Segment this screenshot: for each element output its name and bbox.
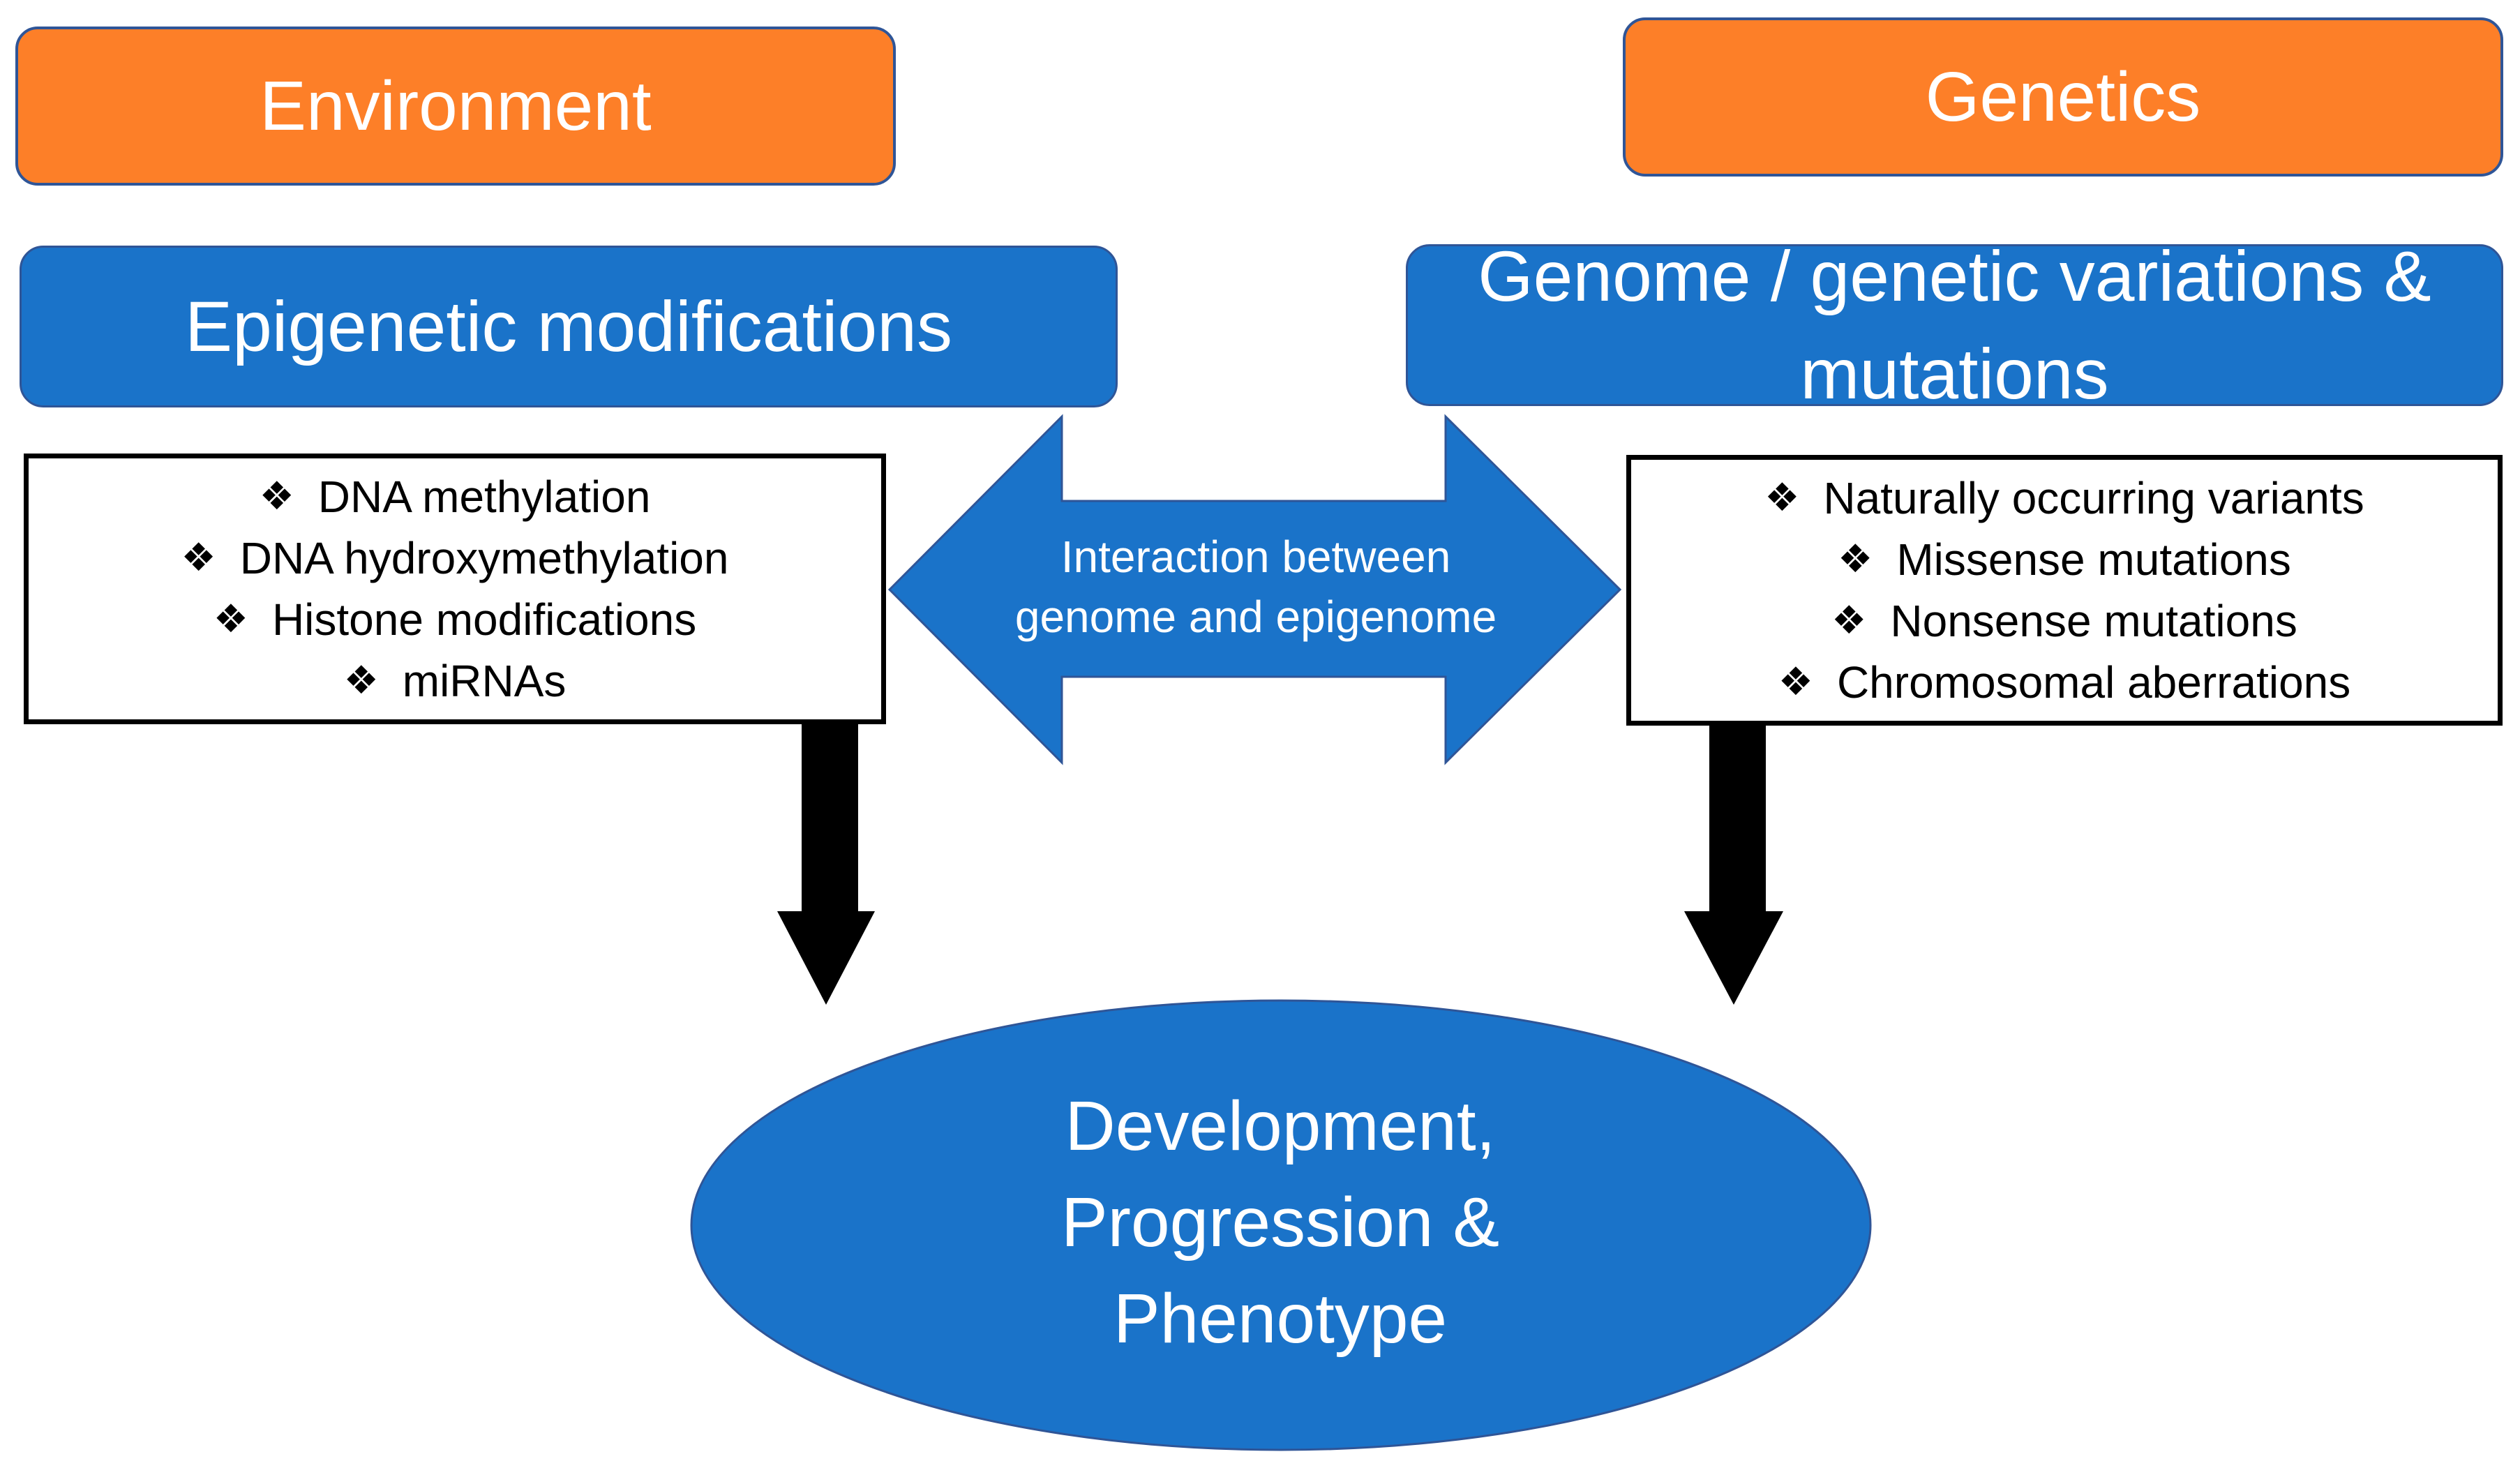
bullet-icon: ❖ [1838, 537, 1873, 582]
bullet-icon: ❖ [1831, 598, 1867, 643]
epigenetic-modifications-box: Epigenetic modifications [20, 246, 1118, 407]
left-down-arrow [777, 722, 875, 1005]
list-item: ❖ Chromosomal aberrations [1778, 652, 2351, 713]
environment-label: Environment [260, 66, 652, 145]
outcome-ellipse [690, 999, 1872, 1451]
list-item: ❖ Naturally occurring variants [1764, 467, 2364, 529]
epigenetic-title: Epigenetic modifications [185, 287, 952, 366]
list-item: ❖ Nonsense mutations [1831, 590, 2297, 652]
list-item: ❖ Histone modifications [213, 589, 696, 650]
list-item: ❖ DNA methylation [260, 466, 651, 527]
genome-title: Genome / genetic variations & mutations [1478, 237, 2431, 414]
list-item: ❖ DNA hydroxymethylation [181, 527, 729, 589]
environment-box: Environment [15, 27, 896, 186]
bullet-icon: ❖ [1778, 659, 1813, 705]
genetics-box: Genetics [1623, 17, 2503, 177]
bullet-icon: ❖ [343, 658, 379, 703]
genetics-label: Genetics [1925, 57, 2201, 136]
genome-variations-box: Genome / genetic variations & mutations [1406, 237, 2503, 414]
list-item: ❖ Missense mutations [1838, 529, 2291, 590]
bullet-icon: ❖ [181, 535, 216, 581]
bullet-icon: ❖ [213, 597, 248, 642]
epigenetic-list: ❖ DNA methylation ❖ DNA hydroxymethylati… [24, 454, 886, 724]
bidirectional-arrow [887, 414, 1622, 765]
outcome-label: Development, Progression & Phenotype [1060, 1087, 1500, 1358]
bullet-icon: ❖ [1764, 475, 1800, 520]
list-item: ❖ miRNAs [344, 650, 567, 712]
bullet-icon: ❖ [259, 474, 294, 519]
genome-list: ❖ Naturally occurring variants ❖ Missens… [1626, 455, 2503, 726]
right-down-arrow [1684, 725, 1783, 1005]
interaction-label: Interaction between genome and epigenome [1014, 532, 1497, 642]
